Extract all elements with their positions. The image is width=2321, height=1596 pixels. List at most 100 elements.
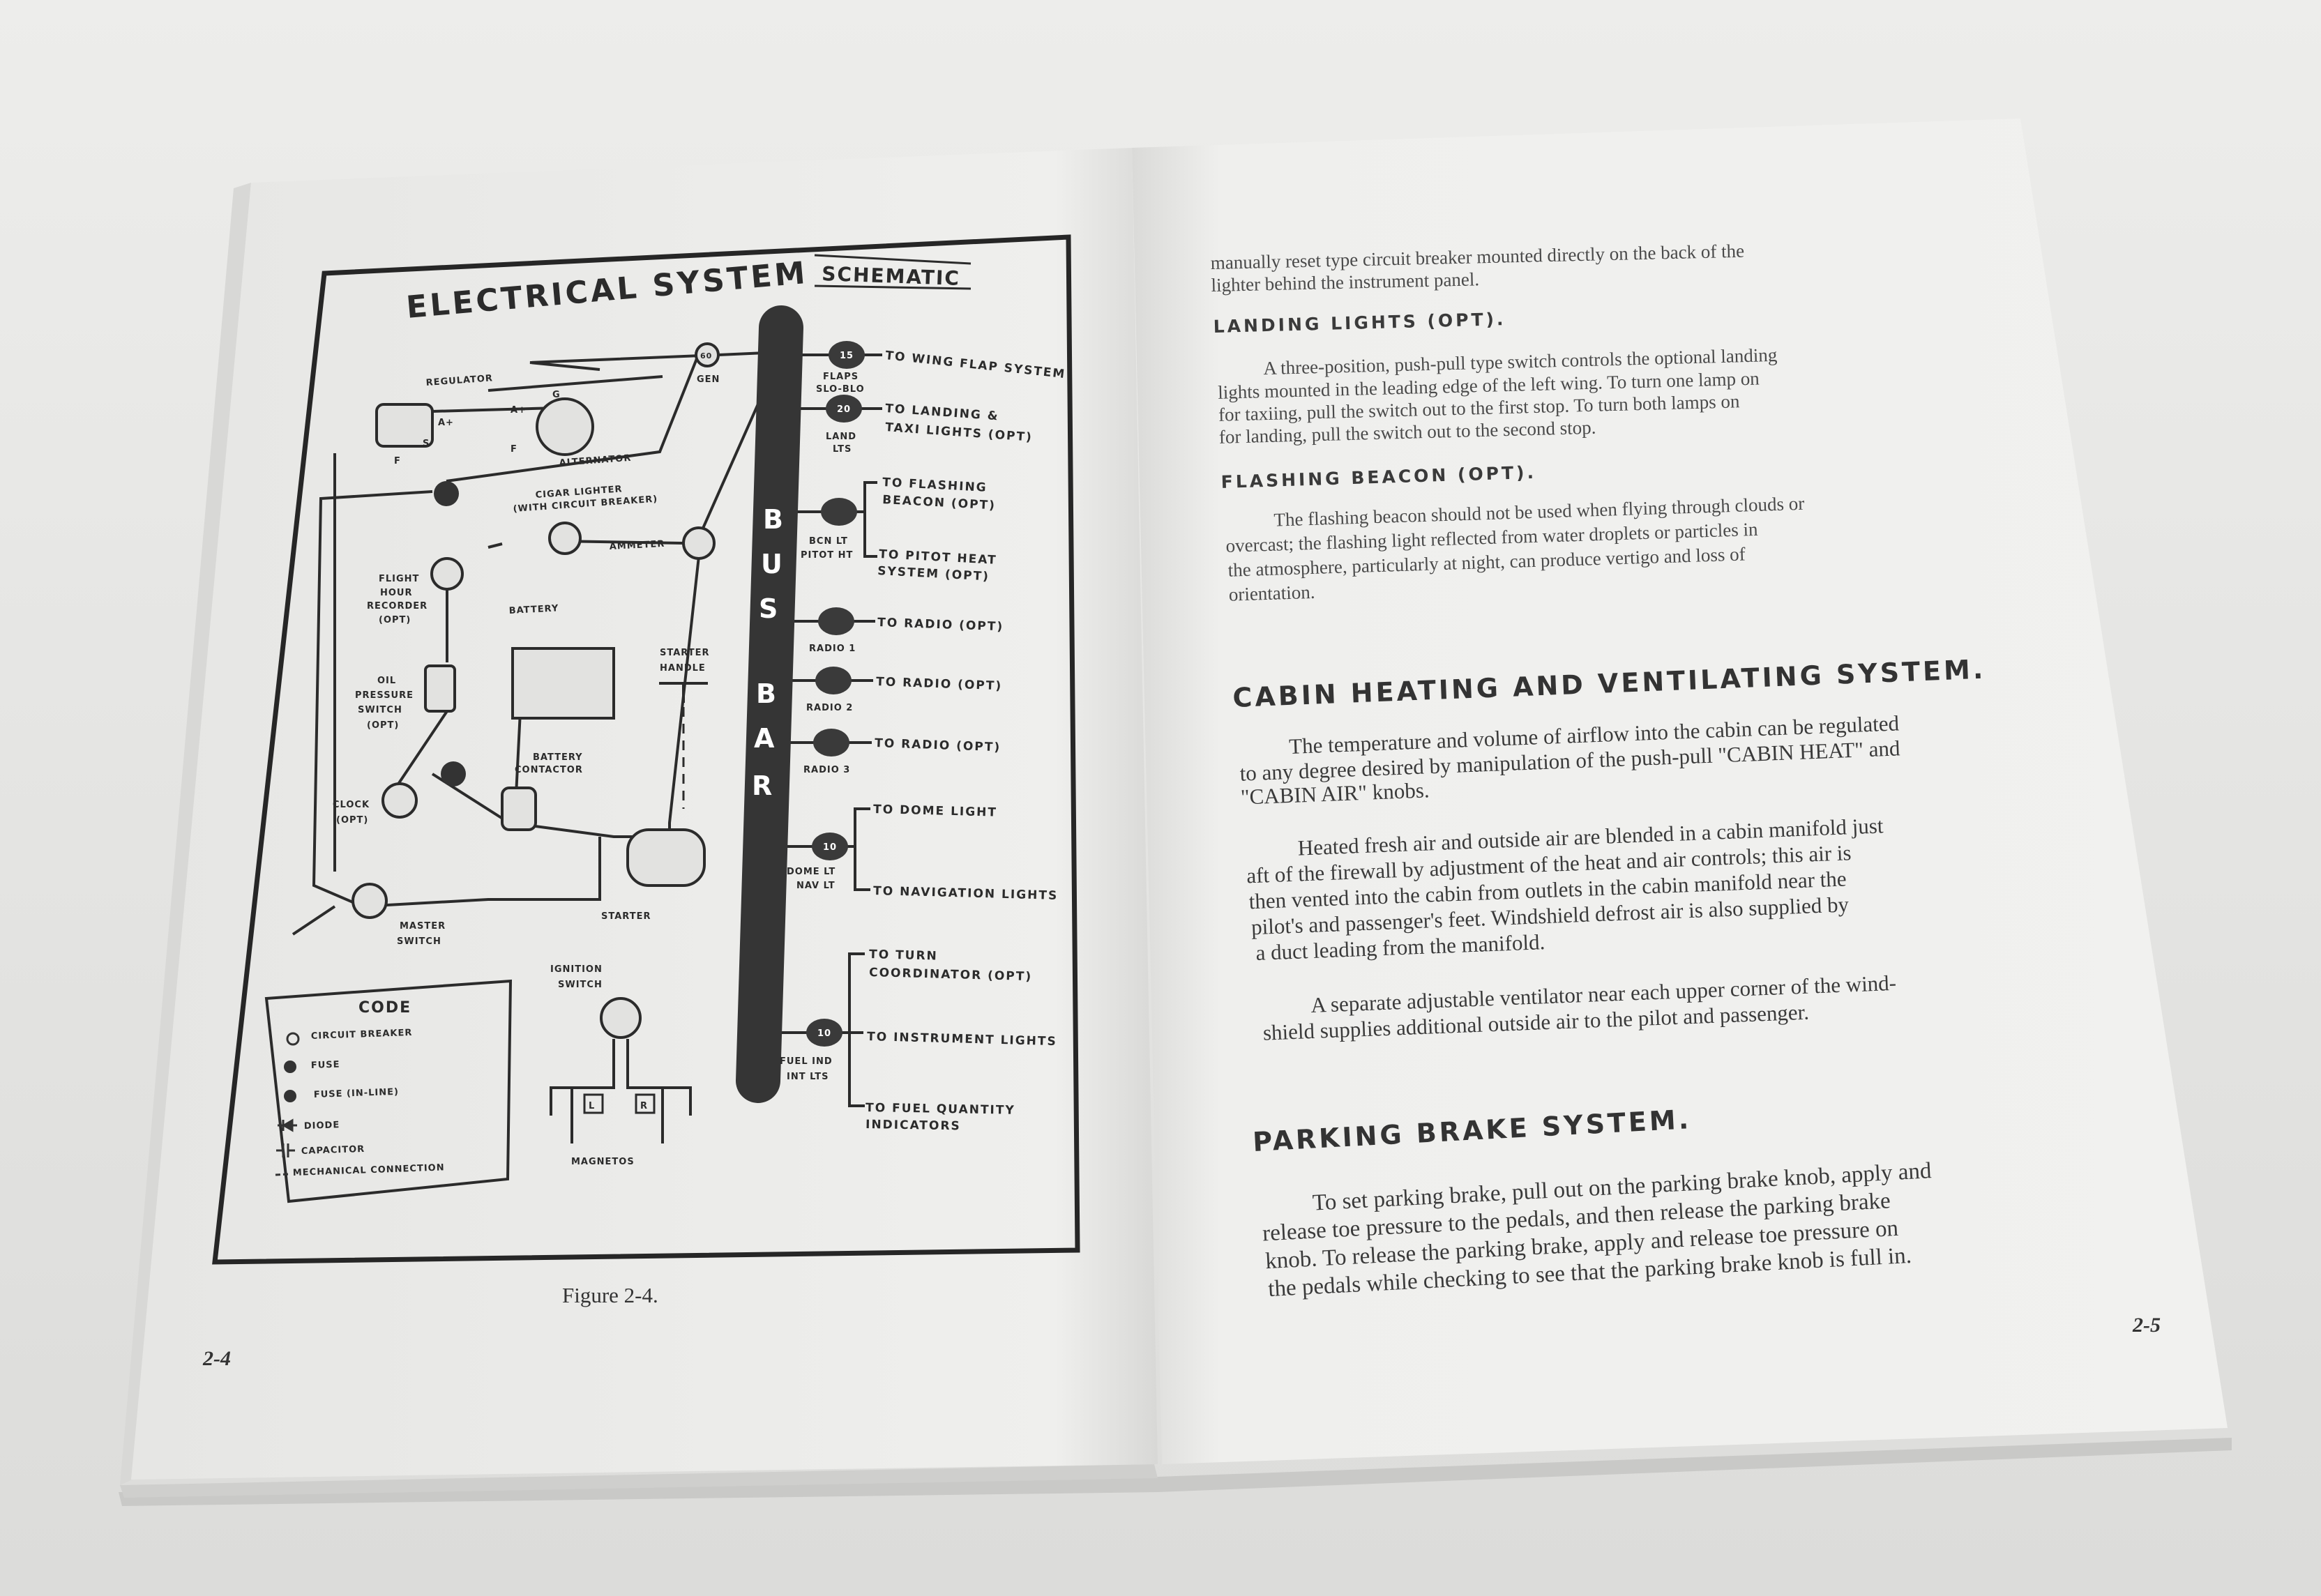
starter-handle-icon xyxy=(659,682,708,703)
svg-text:INDICATORS: INDICATORS xyxy=(865,1118,961,1133)
battery-contactor-icon xyxy=(501,786,537,831)
magneto-left-box xyxy=(583,1093,604,1114)
svg-text:TO TURN: TO TURN xyxy=(869,948,938,964)
battery-icon xyxy=(511,647,615,720)
svg-text:SWITCH: SWITCH xyxy=(558,980,603,990)
svg-text:TO DOME LIGHT: TO DOME LIGHT xyxy=(873,803,997,820)
svg-text:CLOCK: CLOCK xyxy=(333,800,370,810)
svg-text:GEN: GEN xyxy=(697,374,720,385)
svg-text:LAND: LAND xyxy=(826,432,856,442)
svg-text:INT LTS: INT LTS xyxy=(787,1072,829,1082)
magneto-right-box xyxy=(635,1093,656,1114)
svg-text:BCN LT: BCN LT xyxy=(809,536,848,547)
svg-text:FLAPS: FLAPS xyxy=(823,372,859,382)
svg-text:RADIO 2: RADIO 2 xyxy=(806,703,853,713)
starter-icon xyxy=(626,828,706,887)
svg-text:BATTERY: BATTERY xyxy=(533,752,583,763)
inline-fuse-symbol-icon xyxy=(284,1090,296,1102)
breaker-rating: 10 xyxy=(823,842,837,853)
svg-text:IGNITION: IGNITION xyxy=(550,964,603,975)
alternator-icon xyxy=(536,397,594,456)
page-shadow xyxy=(119,1438,2232,1506)
svg-text:S: S xyxy=(423,439,430,449)
svg-text:ALTERNATOR: ALTERNATOR xyxy=(559,453,632,469)
svg-text:RADIO 1: RADIO 1 xyxy=(809,644,856,654)
svg-text:SLO-BLO: SLO-BLO xyxy=(816,384,865,395)
svg-text:S: S xyxy=(759,593,779,624)
gen-rating: 60 xyxy=(700,351,712,360)
diode-symbol-icon xyxy=(278,1118,297,1132)
svg-text:CIRCUIT BREAKER: CIRCUIT BREAKER xyxy=(311,1028,413,1042)
figure-caption: Figure 2-4. xyxy=(562,1283,658,1307)
regulator-icon xyxy=(375,403,434,448)
svg-text:TO FUEL QUANTITY: TO FUEL QUANTITY xyxy=(865,1101,1015,1118)
fuse-symbol-icon xyxy=(284,1061,296,1073)
page-stack-bottom xyxy=(120,1464,1158,1498)
svg-text:STARTER: STARTER xyxy=(660,648,709,658)
bus-bar xyxy=(736,305,803,1103)
svg-text:MAGNETOS: MAGNETOS xyxy=(571,1157,635,1167)
component-labels: REGULATOR GEN ALTERNATOR A+ A+ G S F F C… xyxy=(333,373,720,1167)
svg-text:PITOT HT: PITOT HT xyxy=(801,550,853,561)
svg-text:(OPT): (OPT) xyxy=(379,615,411,625)
svg-text:HANDLE: HANDLE xyxy=(660,663,706,674)
svg-text:A+: A+ xyxy=(511,405,527,416)
svg-text:A+: A+ xyxy=(438,418,454,428)
breaker-rating: 20 xyxy=(837,404,851,415)
magneto-left: L xyxy=(589,1101,595,1111)
mechanical-connection-symbol-icon xyxy=(275,1173,289,1176)
bus-bar-label: B U S B A R xyxy=(752,504,785,801)
ammeter-icon xyxy=(682,526,716,560)
gen-breaker-icon xyxy=(695,342,720,367)
svg-text:CODE: CODE xyxy=(358,999,411,1017)
page-stack-edge xyxy=(120,183,251,1485)
clock-icon xyxy=(381,782,418,819)
svg-text:NAV LT: NAV LT xyxy=(796,881,836,891)
svg-text:U: U xyxy=(761,549,784,579)
svg-text:OIL: OIL xyxy=(377,676,396,686)
svg-text:R: R xyxy=(752,770,773,801)
svg-text:SWITCH: SWITCH xyxy=(397,936,441,947)
svg-text:F: F xyxy=(511,444,517,455)
left-page xyxy=(131,148,1158,1480)
svg-text:orientation.: orientation. xyxy=(1228,582,1315,605)
svg-text:DIODE: DIODE xyxy=(304,1120,340,1132)
svg-text:B: B xyxy=(756,678,778,709)
svg-text:B: B xyxy=(763,504,785,535)
cigar-lighter-icon xyxy=(548,522,582,555)
svg-text:LTS: LTS xyxy=(833,444,852,455)
page-number-right: 2-5 xyxy=(2132,1314,2161,1337)
svg-text:DOME LT: DOME LT xyxy=(787,867,836,877)
capacitor-symbol-icon xyxy=(276,1143,295,1157)
fuse-icon xyxy=(441,761,466,786)
inline-fuse-icon xyxy=(434,481,459,506)
svg-text:RECORDER: RECORDER xyxy=(367,601,428,611)
svg-text:(OPT): (OPT) xyxy=(336,815,368,826)
svg-text:FUSE: FUSE xyxy=(311,1060,340,1071)
oil-pressure-switch-icon xyxy=(424,664,456,713)
page-number-left: 2-4 xyxy=(202,1347,231,1370)
flight-hour-recorder-icon xyxy=(430,557,464,591)
svg-text:G: G xyxy=(552,390,561,400)
diagram-subtitle: SCHEMATIC xyxy=(822,262,961,290)
svg-text:FUEL IND: FUEL IND xyxy=(780,1056,833,1067)
svg-text:FLIGHT: FLIGHT xyxy=(379,574,419,584)
breaker-rating: 10 xyxy=(817,1028,831,1039)
svg-text:AMMETER: AMMETER xyxy=(609,539,665,552)
ignition-switch-icon xyxy=(600,997,642,1039)
svg-text:SWITCH: SWITCH xyxy=(358,705,402,715)
magneto-right: R xyxy=(640,1101,648,1111)
svg-text:STARTER: STARTER xyxy=(601,911,651,922)
right-page xyxy=(1132,119,2228,1464)
svg-text:CAPACITOR: CAPACITOR xyxy=(301,1144,365,1157)
svg-text:BATTERY: BATTERY xyxy=(508,603,559,616)
breaker-rating: 15 xyxy=(840,351,854,361)
svg-text:FUSE (IN-LINE): FUSE (IN-LINE) xyxy=(314,1087,400,1100)
svg-text:REGULATOR: REGULATOR xyxy=(425,373,493,388)
circuit-breaker-symbol-icon xyxy=(286,1032,300,1046)
svg-text:RADIO 3: RADIO 3 xyxy=(803,765,850,775)
master-switch-icon xyxy=(351,883,388,919)
breaker-labels: FLAPS SLO-BLO LAND LTS BCN LT PITOT HT R… xyxy=(780,372,865,1082)
svg-text:PRESSURE: PRESSURE xyxy=(355,690,414,701)
